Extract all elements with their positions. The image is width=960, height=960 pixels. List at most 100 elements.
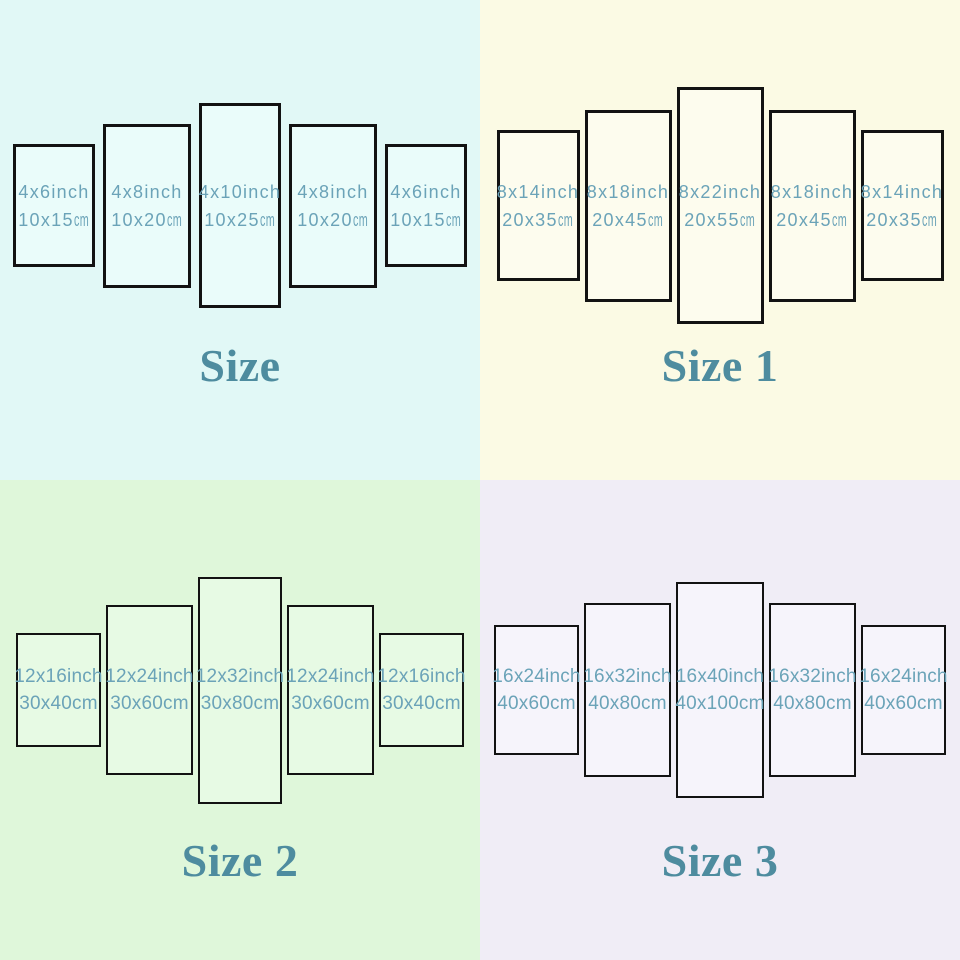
panel-size-cm-label: 30x60cm xyxy=(110,690,189,717)
size-title: Size xyxy=(199,340,281,391)
panel-size-inch-label: 16x32inch xyxy=(768,666,857,687)
panel-size-inch-label: 8x14inch xyxy=(860,181,944,202)
panel-size-cm-label: 40x100cm xyxy=(675,690,764,717)
panel-size-inch-label: 12x32inch xyxy=(195,666,285,687)
panel-size-inch-label: 16x32inch xyxy=(583,666,672,687)
panel-size-cm-label: 20x35cm xyxy=(866,206,938,234)
panel-size-cm-label: 10x15cm xyxy=(18,206,90,234)
canvas-panel: 12x24inch 30x60cm xyxy=(105,605,194,775)
cm-value: 20x45 xyxy=(776,209,832,230)
cm-unit: cm xyxy=(253,693,280,714)
panel-size-inch-label: 8x18inch xyxy=(770,181,854,202)
panel-size-cm-label: 20x45cm xyxy=(592,206,664,234)
cm-value: 10x15 xyxy=(390,209,446,230)
cm-value: 10x25 xyxy=(204,209,260,230)
cm-unit: cm xyxy=(73,209,89,230)
cm-value: 20x55 xyxy=(684,209,740,230)
panel-size-inch-label: 4x6inch xyxy=(18,181,90,202)
canvas-panel: 16x24inch 40x60cm xyxy=(859,625,948,755)
panel-size-inch-label: 4x10inch xyxy=(198,181,282,202)
size-title: Size 2 xyxy=(181,835,299,886)
cm-value: 40x80 xyxy=(773,693,827,714)
canvas-panel: 16x40inch 40x100cm xyxy=(675,582,765,798)
canvas-panel: 4x8inch 10x20cm xyxy=(289,123,377,288)
panel-size-inch-label: 16x24inch xyxy=(492,666,581,687)
cm-unit: cm xyxy=(647,209,663,230)
panel-size-inch-label: 4x6inch xyxy=(390,181,462,202)
cm-unit: cm xyxy=(917,693,943,714)
cm-value: 30x60 xyxy=(110,693,164,714)
cm-value: 10x20 xyxy=(111,209,167,230)
panel-size-cm-label: 40x80cm xyxy=(588,690,667,717)
cm-value: 30x40 xyxy=(382,693,436,714)
canvas-panel: 16x24inch 40x60cm xyxy=(492,625,581,755)
panel-size-cm-label: 20x45cm xyxy=(776,206,848,234)
cm-unit: cm xyxy=(166,209,182,230)
cm-unit: cm xyxy=(435,693,461,714)
panel-size-inch-label: 12x16inch xyxy=(14,666,103,687)
panel-size-inch-label: 8x18inch xyxy=(586,181,670,202)
panel-size-inch-label: 16x40inch xyxy=(675,666,765,687)
panel-size-inch-label: 12x24inch xyxy=(286,666,375,687)
panel-size-inch-label: 4x8inch xyxy=(297,181,369,202)
panel-size-inch-label: 8x14inch xyxy=(496,181,580,202)
panel-size-cm-label: 40x80cm xyxy=(773,690,852,717)
cm-value: 20x35 xyxy=(866,209,922,230)
panel-size-cm-label: 10x25cm xyxy=(204,206,276,234)
cm-unit: cm xyxy=(738,693,765,714)
panel-size-cm-label: 10x20cm xyxy=(111,206,183,234)
panel-size-cm-label: 40x60cm xyxy=(497,690,576,717)
canvas-panel: 4x8inch 10x20cm xyxy=(103,123,191,288)
panel-size-cm-label: 40x60cm xyxy=(864,690,943,717)
cm-unit: cm xyxy=(352,209,368,230)
cm-unit: cm xyxy=(831,209,847,230)
panel-size-cm-label: 30x60cm xyxy=(291,690,370,717)
size-title: Size 1 xyxy=(661,340,779,391)
panel-size-cm-label: 30x40cm xyxy=(382,690,461,717)
cm-value: 40x60 xyxy=(864,693,918,714)
canvas-panel: 12x16inch 30x40cm xyxy=(14,633,103,747)
canvas-panel: 8x18inch 20x45cm xyxy=(768,109,856,302)
cm-unit: cm xyxy=(72,693,98,714)
panel-size-cm-label: 20x35cm xyxy=(502,206,574,234)
panel-size-inch-label: 16x24inch xyxy=(859,666,948,687)
canvas-panel: 12x24inch 30x60cm xyxy=(286,605,375,775)
cm-value: 40x60 xyxy=(497,693,551,714)
canvas-panel: 8x22inch 20x55cm xyxy=(676,87,764,324)
cm-value: 10x15 xyxy=(18,209,74,230)
cm-value: 30x60 xyxy=(291,693,345,714)
panel-size-inch-label: 4x8inch xyxy=(111,181,183,202)
panel-size-cm-label: 30x40cm xyxy=(19,690,98,717)
cm-value: 40x80 xyxy=(588,693,642,714)
cm-value: 30x40 xyxy=(19,693,73,714)
cm-unit: cm xyxy=(557,209,573,230)
cm-value: 20x45 xyxy=(592,209,648,230)
panel-size-cm-label: 30x80cm xyxy=(201,690,280,717)
cm-unit: cm xyxy=(739,209,755,230)
panel-size-cm-label: 20x55cm xyxy=(684,206,756,234)
cm-unit: cm xyxy=(163,693,189,714)
cm-unit: cm xyxy=(921,209,937,230)
canvas-panel: 4x6inch 10x15cm xyxy=(13,144,95,267)
panel-size-inch-label: 12x24inch xyxy=(105,666,194,687)
panel-size-cm-label: 10x20cm xyxy=(297,206,369,234)
cm-unit: cm xyxy=(641,693,667,714)
canvas-panel: 4x10inch 10x25cm xyxy=(199,103,281,308)
cm-unit: cm xyxy=(259,209,275,230)
canvas-panel: 8x14inch 20x35cm xyxy=(496,130,580,281)
cm-value: 30x80 xyxy=(200,693,254,714)
canvas-panel: 16x32inch 40x80cm xyxy=(768,603,857,777)
panel-size-cm-label: 10x15cm xyxy=(390,206,462,234)
panel-size-inch-label: 8x22inch xyxy=(678,181,762,202)
cm-value: 10x20 xyxy=(297,209,353,230)
panel-size-inch-label: 12x16inch xyxy=(377,666,466,687)
